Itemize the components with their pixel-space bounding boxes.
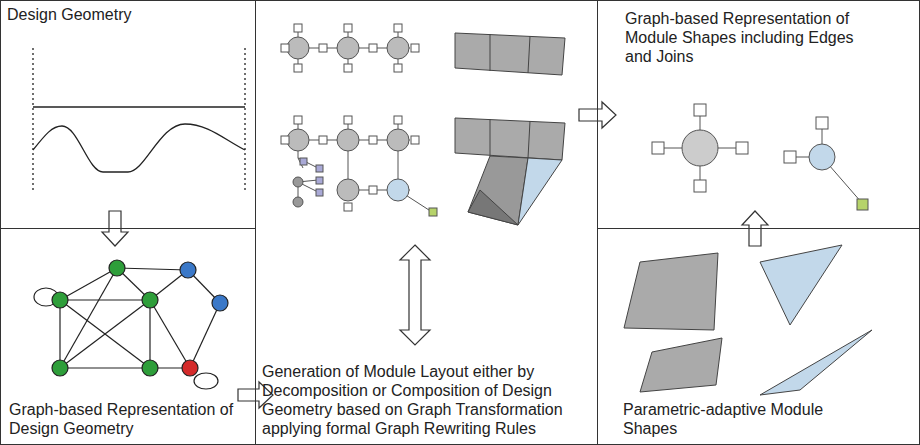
- module-layout-graph: [281, 24, 437, 216]
- panel-box: Graph-based Representation of Design Geo…: [0, 228, 256, 445]
- panel-caption: Design Geometry: [7, 5, 237, 24]
- module-shape-graphs: [652, 104, 868, 210]
- panel-box: Parametric-adaptive Module Shapes: [597, 228, 920, 445]
- panel-box: Graph-based Representation of Module Sha…: [597, 0, 920, 229]
- panel-box: Design Geometry: [0, 0, 256, 229]
- panel-box: Generation of Module Layout either by De…: [255, 0, 598, 445]
- design-graph: [34, 260, 228, 389]
- parametric-shapes: [624, 245, 872, 395]
- panel-caption: Generation of Module Layout either by De…: [262, 362, 592, 438]
- panel-caption: Graph-based Representation of Module Sha…: [625, 9, 865, 66]
- module-layout-shapes: [455, 33, 565, 225]
- double-arrow: [400, 245, 430, 345]
- panel-caption: Parametric-adaptive Module Shapes: [623, 400, 843, 438]
- panel-caption: Graph-based Representation of Design Geo…: [9, 400, 244, 438]
- design-geometry-drawing: [33, 48, 245, 192]
